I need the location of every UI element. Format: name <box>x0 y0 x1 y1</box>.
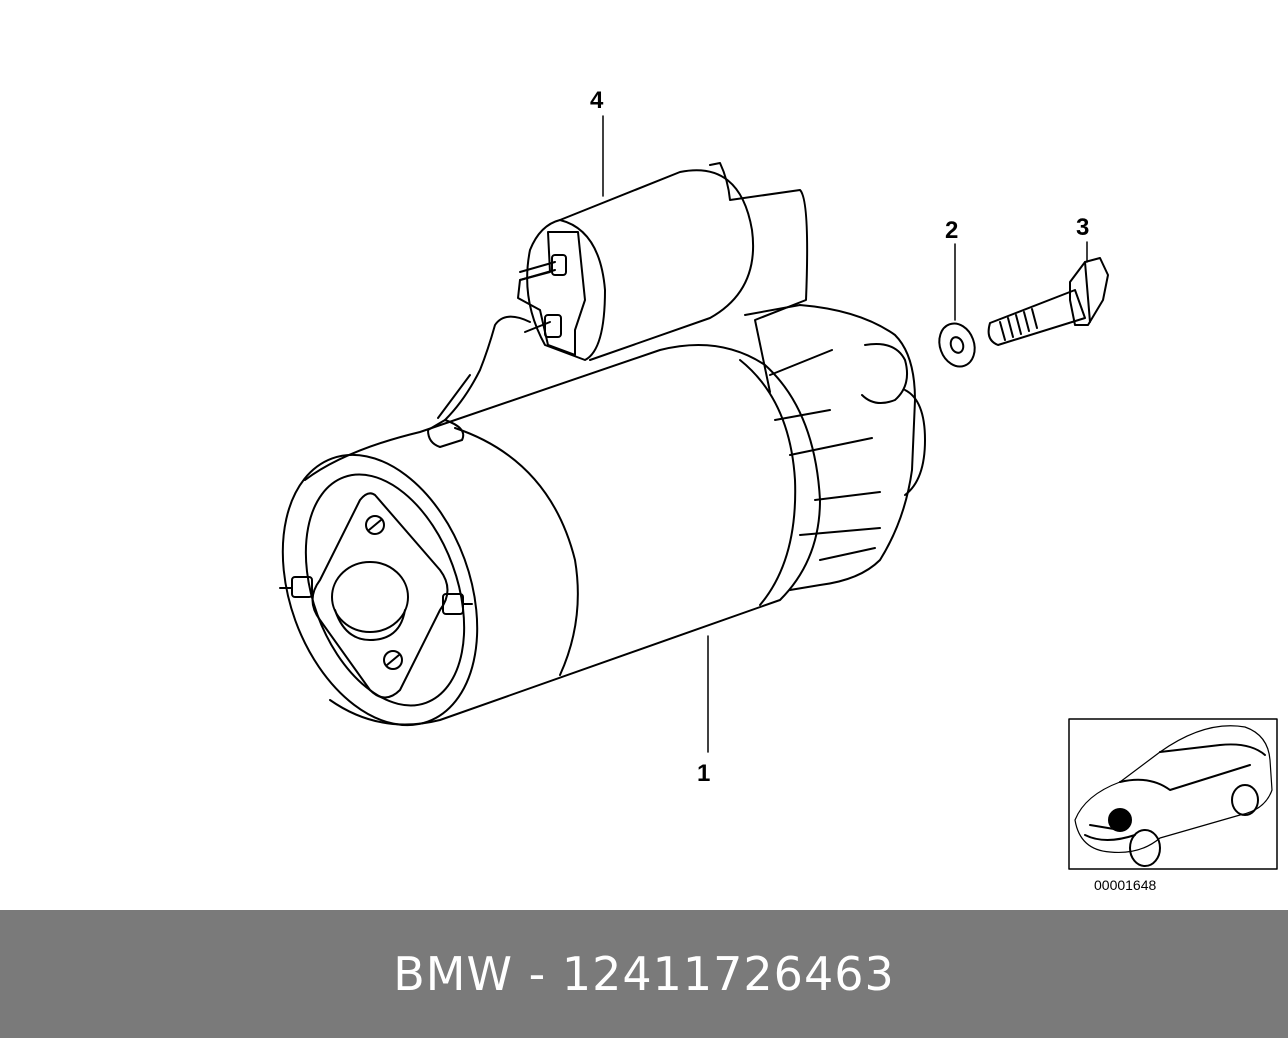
footer-bar: BMW - 12411726463 <box>0 910 1288 1038</box>
solenoid-bracket <box>709 162 809 393</box>
footer-separator: - <box>512 947 562 1001</box>
cable <box>437 315 531 421</box>
starter-motor <box>279 304 926 753</box>
washer-hole <box>949 336 965 354</box>
bearing-boss <box>334 609 406 641</box>
housing-ribs <box>769 349 881 561</box>
end-bracket <box>311 492 449 699</box>
callout-1: 1 <box>697 760 711 787</box>
vehicle-thumbnail <box>1068 718 1278 870</box>
footer-brand: BMW <box>393 947 513 1001</box>
thumbnail-frame <box>1068 718 1278 870</box>
car-outline <box>1074 725 1273 854</box>
callout-2: 2 <box>945 217 959 244</box>
motor-body <box>304 344 821 726</box>
screw-bottom <box>383 650 403 670</box>
starter-motor-diagram <box>279 115 1278 870</box>
location-marker <box>1108 808 1132 832</box>
bolt-head <box>1069 257 1109 326</box>
solenoid-cap <box>526 219 606 361</box>
center-bearing <box>331 561 409 633</box>
screw-top <box>365 515 385 535</box>
end-cap-inner <box>304 473 466 707</box>
body-band <box>454 427 579 676</box>
solenoid-body <box>559 169 754 361</box>
cable-lug <box>427 419 465 448</box>
end-cap <box>281 453 479 727</box>
reference-code: 00001648 <box>1094 877 1157 893</box>
bolt-shank <box>987 289 1086 346</box>
bolt <box>987 241 1109 346</box>
footer-label: BMW - 12411726463 <box>393 947 895 1001</box>
solenoid <box>427 115 809 448</box>
bolt-thread <box>999 308 1038 341</box>
washer <box>938 243 976 368</box>
footer-part-number: 12411726463 <box>561 947 895 1001</box>
body-rear-ring <box>739 359 797 606</box>
callout-3: 3 <box>1076 214 1090 241</box>
stud-top <box>519 261 556 273</box>
housing-flange <box>861 343 908 405</box>
washer-outer <box>938 322 976 368</box>
pinion-nose <box>904 389 926 496</box>
callout-4: 4 <box>590 87 604 114</box>
